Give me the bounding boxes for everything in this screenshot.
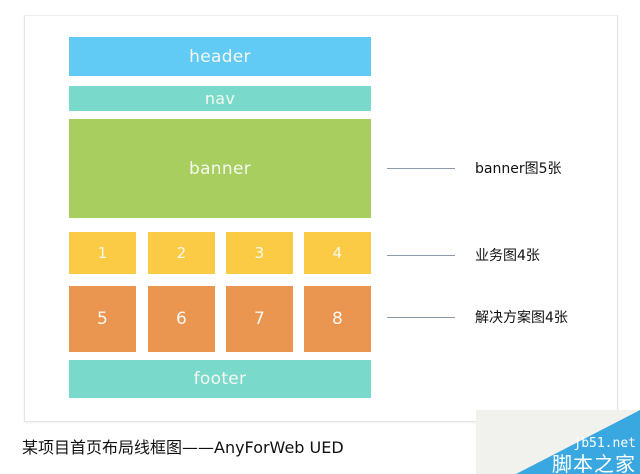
business-label: 3 — [254, 244, 265, 262]
solutions-annotation-line — [387, 317, 455, 318]
nav-label: nav — [204, 89, 236, 108]
business-label: 2 — [176, 244, 187, 262]
solution-block-7: 7 — [226, 286, 293, 352]
solution-label: 8 — [331, 309, 344, 329]
watermark: jb51.net 脚本之家 — [476, 410, 640, 474]
banner-block: banner — [69, 119, 371, 218]
solution-block-8: 8 — [304, 286, 371, 352]
solutions-annotation: 解决方案图4张 — [475, 310, 568, 326]
business-annotation-line — [387, 255, 455, 256]
footer-block: footer — [69, 360, 371, 398]
solution-label: 5 — [96, 309, 109, 329]
business-block-1: 1 — [69, 232, 136, 274]
footer-label: footer — [193, 369, 247, 389]
diagram-caption: 某项目首页布局线框图——AnyForWeb UED — [22, 438, 344, 457]
banner-annotation: banner图5张 — [475, 161, 562, 177]
solution-block-5: 5 — [69, 286, 136, 352]
header-block: header — [69, 37, 371, 76]
wireframe-frame — [24, 15, 618, 422]
banner-annotation-line — [387, 168, 455, 169]
watermark-domain: jb51.net — [573, 436, 636, 451]
business-block-4: 4 — [304, 232, 371, 274]
business-block-2: 2 — [148, 232, 215, 274]
solution-label: 6 — [175, 309, 188, 329]
watermark-triangle — [516, 410, 640, 474]
nav-block: nav — [69, 86, 371, 111]
business-label: 1 — [97, 244, 108, 262]
solution-block-6: 6 — [148, 286, 215, 352]
business-annotation: 业务图4张 — [475, 248, 540, 264]
watermark-name: 脚本之家 — [552, 452, 636, 474]
business-block-3: 3 — [226, 232, 293, 274]
banner-label: banner — [188, 158, 251, 179]
solution-label: 7 — [253, 309, 266, 329]
business-label: 4 — [332, 244, 343, 262]
header-label: header — [189, 46, 251, 67]
